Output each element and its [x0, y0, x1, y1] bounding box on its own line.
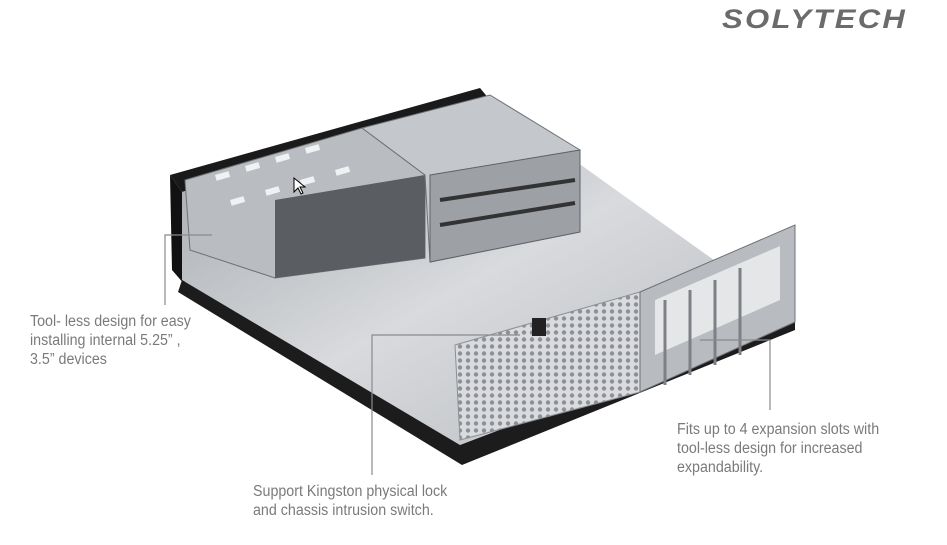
callout-lines [164, 234, 771, 475]
callout-kingston-lock: Support Kingston physical lock and chass… [253, 483, 448, 519]
solytech-logo: SOLYTECH [722, 4, 908, 34]
chassis-left-wall [170, 175, 185, 285]
mouse-cursor-icon [293, 176, 307, 195]
callout-expansion-slots: Fits up to 4 expansion slots with tool-l… [677, 421, 880, 476]
kingston-lock-slot [532, 318, 546, 336]
callout-toolless-drive: Tool- less design for easy installing in… [30, 313, 191, 368]
